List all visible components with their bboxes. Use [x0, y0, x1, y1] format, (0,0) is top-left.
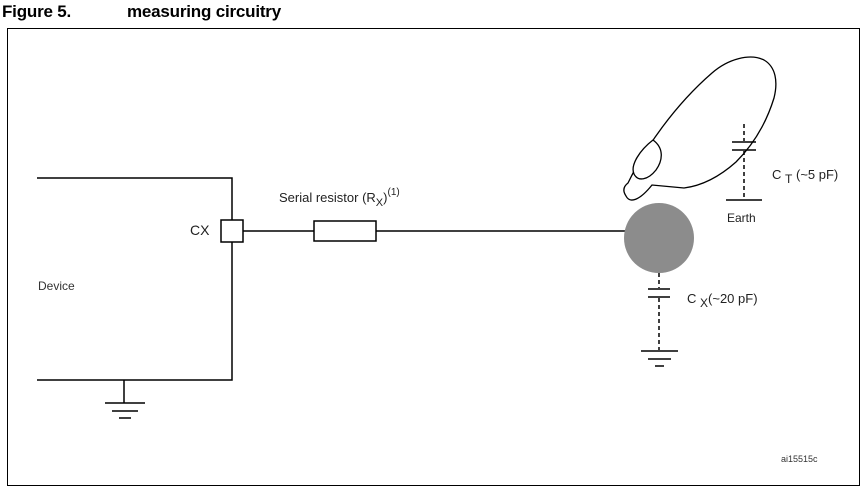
cx-capacitance-label: C X(~20 pF) [687, 291, 758, 310]
reference-code: ai15515c [781, 454, 818, 464]
figure-header: Figure 5. measuring circuitry [0, 1, 865, 27]
device-label: Device [38, 279, 75, 293]
electrode [624, 203, 694, 273]
earth-label: Earth [727, 211, 756, 225]
resistor-label-sub: X [375, 197, 384, 209]
resistor-label-close: ) [383, 190, 388, 205]
resistor-note: (1) [387, 187, 400, 198]
finger-icon [623, 56, 777, 201]
ct-symbol: C [772, 167, 782, 182]
ct-label: C T (~5 pF) [772, 167, 839, 186]
resistor-label: Serial resistor (RX)(1) [279, 187, 400, 209]
serial-resistor-icon [313, 220, 377, 242]
cx-ground-icon [641, 350, 678, 367]
resistor-label-prefix: Serial resistor (R [279, 190, 376, 205]
ct-value: (~5 pF) [795, 167, 839, 182]
ct-capacitor-icon [732, 124, 756, 199]
cx-sub: X [700, 296, 709, 310]
cx-pin [220, 219, 244, 243]
ct-sub: T [785, 172, 793, 186]
cx-symbol: C [687, 291, 697, 306]
device-outline [37, 177, 233, 381]
cx-value: (~20 pF) [708, 291, 758, 306]
figure-title: measuring circuitry [127, 2, 281, 21]
cx-capacitor-icon [648, 273, 670, 350]
device-ground-icon [105, 380, 145, 419]
figure-number: Figure 5. [2, 2, 72, 21]
pin-label: CX [190, 222, 210, 238]
